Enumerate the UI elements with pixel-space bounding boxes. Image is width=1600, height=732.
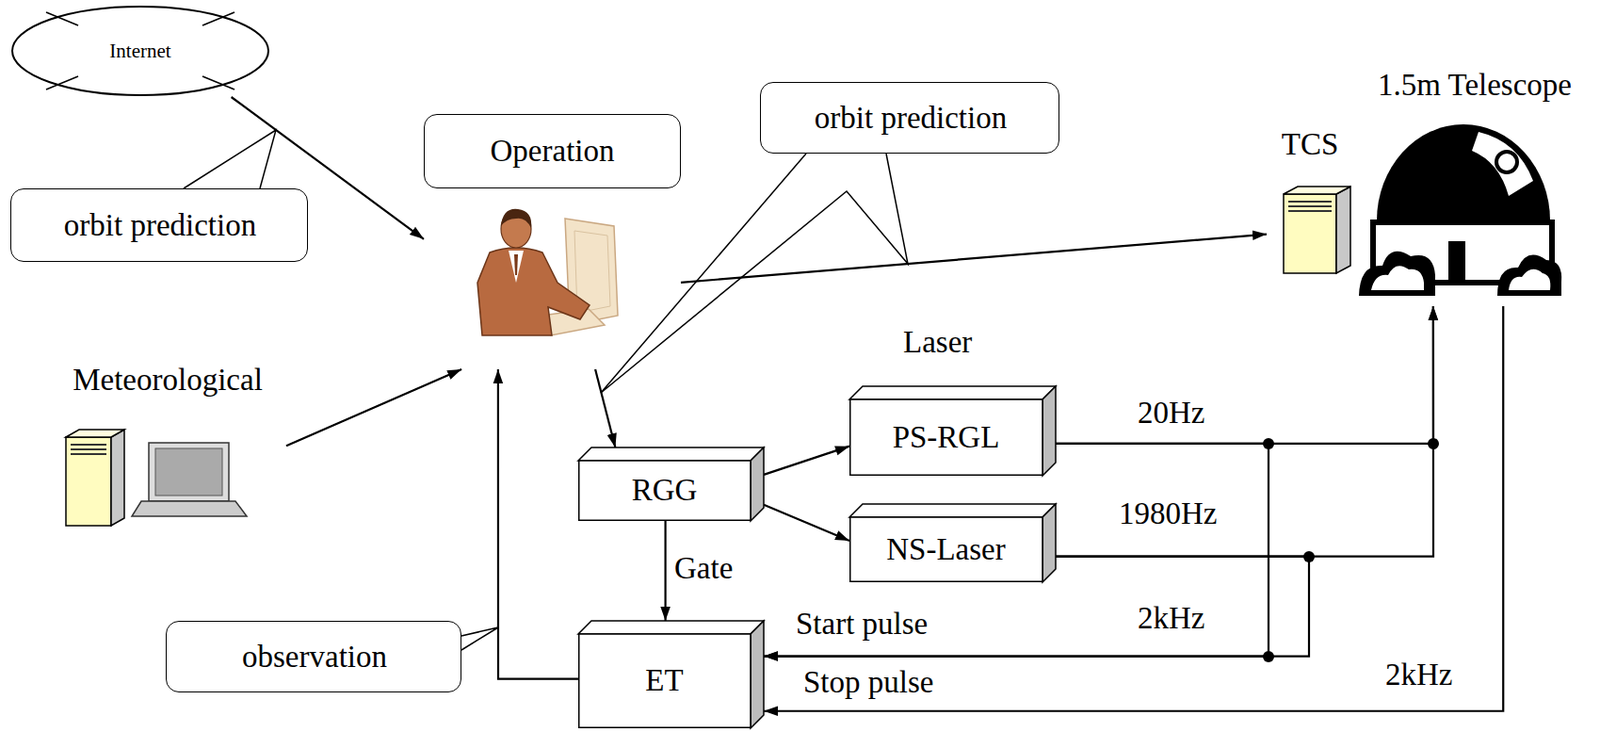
node-label: NS-Laser — [886, 532, 1005, 568]
server-icon — [1283, 186, 1351, 274]
signal-label: Stop pulse — [803, 664, 934, 701]
text-holder: Internet — [10, 4, 271, 97]
frequency-label: 2kHz — [1137, 600, 1205, 637]
text-holder: NS-Laser — [849, 517, 1043, 582]
signal-label: 20Hz — [1137, 395, 1205, 432]
text-holder: orbit prediction — [760, 82, 1061, 155]
node-label: PS-RGL — [892, 420, 1001, 456]
node-label: RGG — [631, 472, 698, 509]
group-label: Laser — [903, 324, 972, 361]
signal-arrow — [763, 446, 850, 475]
node-label: orbit prediction — [64, 208, 257, 244]
text-holder: orbit prediction — [11, 189, 309, 263]
text-holder: RGG — [578, 460, 751, 521]
node-label: observation — [242, 639, 388, 676]
node-label: Meteorological — [72, 362, 263, 399]
network-ellipse: Internet — [10, 4, 271, 97]
signal-arrow — [680, 234, 1267, 283]
computer-icon — [65, 429, 247, 526]
signal-label: Start pulse — [795, 606, 928, 643]
node-label: 1.5m Telescope — [1377, 67, 1572, 104]
signal-arrow — [663, 520, 666, 621]
signal-arrow — [1055, 306, 1434, 557]
text-holder: observation — [166, 621, 463, 694]
signal-arrow — [286, 369, 462, 446]
signal-arrow — [595, 369, 615, 448]
generator-box: RGG — [578, 447, 764, 521]
laser-box: NS-Laser — [849, 503, 1056, 582]
node-label: ET — [645, 662, 683, 699]
node-label: Operation — [490, 133, 615, 170]
computer-node: Meteorological — [48, 362, 287, 526]
text-holder: Operation — [423, 113, 681, 189]
telescope-dome — [1358, 124, 1562, 296]
server-node: TCS — [1266, 127, 1354, 278]
timer-box: ET — [578, 620, 764, 728]
signal-arrow — [1055, 306, 1434, 444]
text-holder: ET — [578, 633, 751, 728]
operator-figure — [477, 209, 618, 336]
signal-arrow — [763, 306, 1504, 712]
callout-pointer — [183, 129, 276, 189]
signal-label: Gate — [674, 550, 733, 587]
signal-arrow — [498, 369, 579, 679]
signal-label: 1980Hz — [1118, 496, 1217, 533]
operation-box: Operation — [423, 113, 681, 370]
node-label: orbit prediction — [814, 100, 1007, 137]
node-label: TCS — [1281, 127, 1340, 163]
callout-pointer — [600, 153, 908, 393]
callout-box: orbit prediction — [10, 188, 308, 262]
text-holder: 1.5m Telescope — [1356, 67, 1594, 307]
callout-box: observation — [165, 620, 462, 693]
text-holder: TCS — [1266, 127, 1354, 278]
telescope-node: 1.5m Telescope — [1356, 67, 1594, 307]
text-holder: PS-RGL — [849, 399, 1043, 476]
signal-arrow — [763, 504, 850, 541]
node-label: Internet — [109, 39, 171, 63]
callout-pointer — [461, 627, 499, 650]
callout-box: orbit prediction — [759, 81, 1060, 154]
frequency-label: 2kHz — [1385, 657, 1453, 694]
text-holder: Meteorological — [48, 362, 287, 526]
junction-dot — [1262, 437, 1439, 663]
laser-box: PS-RGL — [849, 386, 1056, 476]
